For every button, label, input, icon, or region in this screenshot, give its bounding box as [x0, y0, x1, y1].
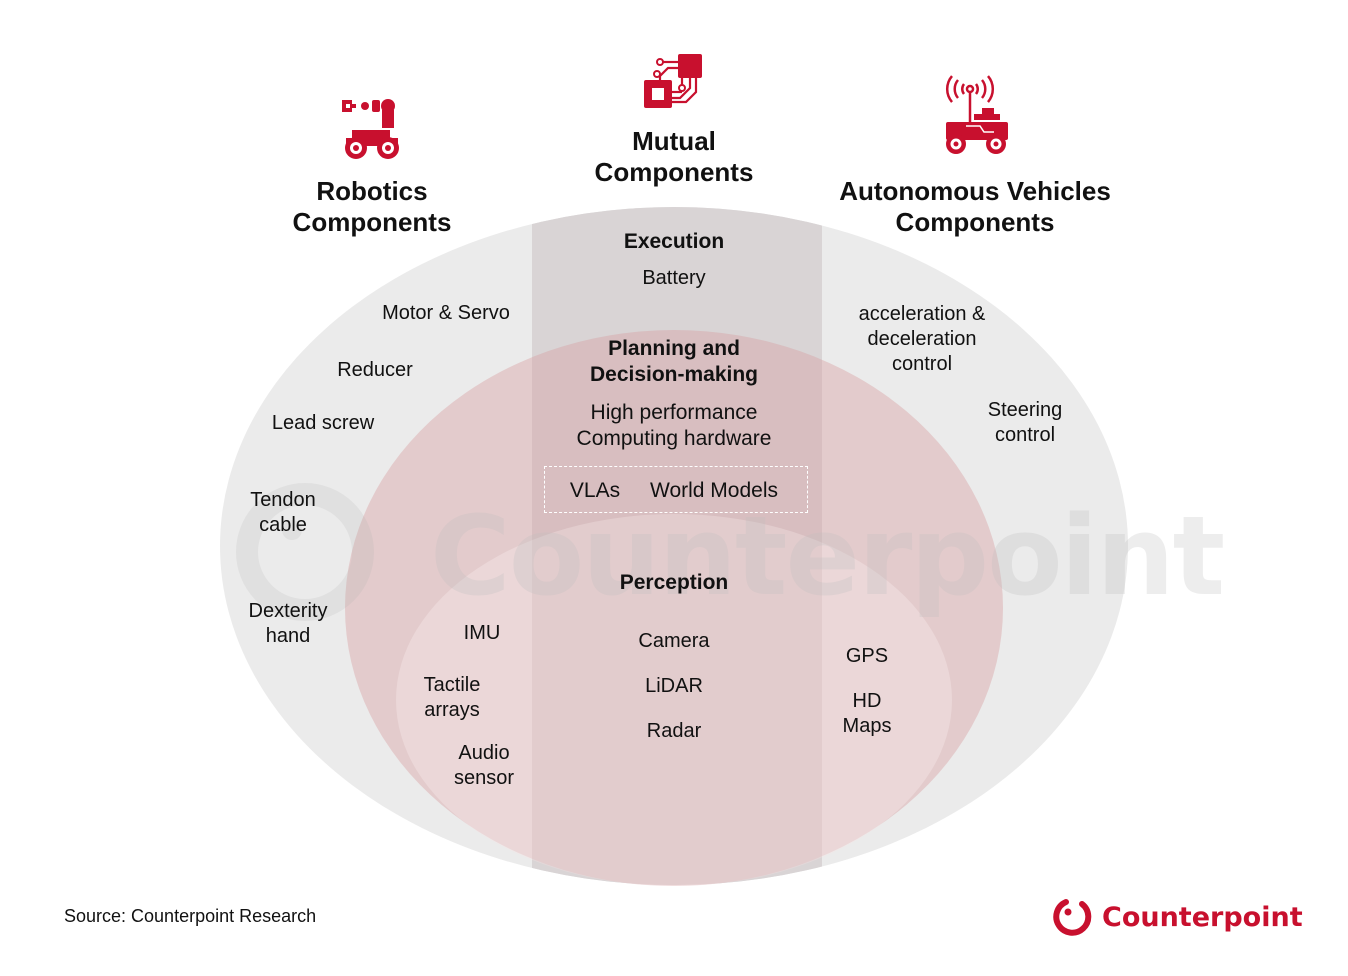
robotics-item: Reducer [337, 359, 413, 381]
planning-boxed-item: World Models [650, 479, 778, 502]
robotics-item: Audio sensor [453, 742, 515, 789]
antenna-robot-vehicle-icon [945, 75, 1008, 154]
perception-title: Perception [619, 571, 729, 594]
robotics-item: Tactile arrays [423, 674, 481, 721]
perception-item: Radar [646, 720, 702, 742]
source-note: Source: Counterpoint Research [64, 906, 317, 926]
circuit-chip-icon [644, 54, 702, 108]
robotics-header: Robotics Components [292, 176, 452, 237]
robotics-item: Tendon cable [250, 489, 316, 536]
av-item: Steering control [987, 399, 1063, 446]
logo-text: Counterpoint [1102, 901, 1303, 933]
planning-boxed-item: VLAs [569, 479, 621, 502]
middle-ellipse-planning [345, 330, 1003, 886]
av-item: GPS [845, 645, 889, 667]
mutual-header: Mutual Components [594, 126, 754, 187]
robotics-item: Dexterity hand [248, 600, 328, 647]
counterpoint-logo: Counterpoint [1052, 893, 1303, 941]
inner-ellipse-perception [396, 514, 952, 886]
watermark-text: Counterpoint [430, 492, 1225, 620]
av-header: Autonomous Vehicles Components [839, 176, 1111, 237]
mutual-center-band-overlay [532, 207, 822, 885]
perception-item: Camera [638, 630, 710, 652]
execution-item: Battery [642, 267, 706, 289]
mutual-center-band [532, 207, 822, 885]
av-item: acceleration & deceleration control [858, 303, 986, 375]
av-item: HD Maps [842, 690, 892, 737]
robot-arm-vehicle-icon [342, 99, 399, 159]
counterpoint-logo-icon [1053, 899, 1092, 936]
robotics-item: IMU [463, 622, 501, 644]
planning-item: High performance Computing hardware [576, 401, 772, 451]
execution-title: Execution [623, 230, 725, 253]
perception-item: LiDAR [645, 675, 703, 697]
robotics-item: Motor & Servo [382, 302, 510, 324]
vla-world-model-box [544, 466, 808, 513]
watermark-logo-icon [236, 483, 374, 621]
robotics-item: Lead screw [271, 412, 375, 434]
planning-title: Planning and Decision-making [589, 337, 759, 387]
